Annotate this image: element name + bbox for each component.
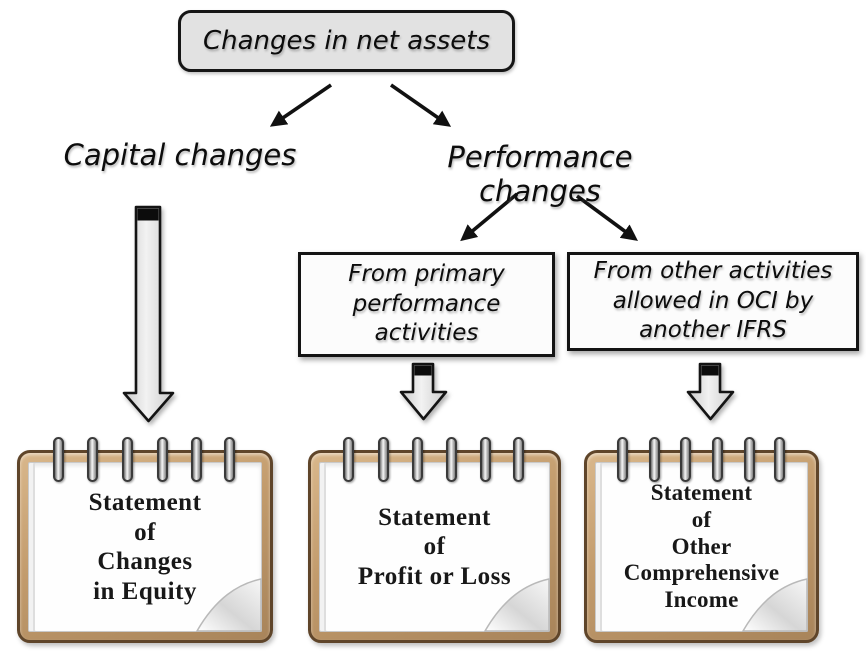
node-line: From other activities <box>593 257 833 284</box>
spiral-binder-ring-icon <box>743 437 755 482</box>
notepad-title: Statement of Other Comprehensive Income <box>624 480 780 613</box>
notepad-title-line: Other <box>671 533 732 559</box>
spiral-binder-ring-icon <box>191 437 203 482</box>
arrow-performance-to-oci <box>575 194 638 241</box>
spiral-binder-ring-icon <box>680 437 692 482</box>
spiral-binder-ring-icon <box>480 437 492 482</box>
notepad-title-line: Statement <box>378 503 491 531</box>
arrow-root-to-capital <box>269 83 333 127</box>
spiral-binder-ring-icon <box>224 437 236 482</box>
block-arrow-down-icon-primary <box>399 362 448 421</box>
notepad-title-line: of <box>691 506 712 532</box>
spiral-binder-ring-icon <box>774 437 786 482</box>
notepad-title-line: Statement <box>650 480 753 506</box>
node-line: another IFRS <box>639 317 787 344</box>
notepad-title: Statement of Changes in Equity <box>89 488 202 606</box>
notepad-profit-or-loss: Statement of Profit or Loss <box>308 437 561 643</box>
arrow-performance-to-primary <box>460 192 519 242</box>
notepad-paper: Statement of Profit or Loss <box>319 462 550 632</box>
page-curl-icon <box>196 578 262 632</box>
spiral-binder-ring-icon <box>648 437 660 482</box>
node-line: allowed in OCI by <box>612 287 814 314</box>
spiral-binder-ring-icon <box>712 437 724 482</box>
spiral-binder-ring-icon <box>616 437 628 482</box>
node-primary-performance-activities: From primary performance activities <box>298 252 555 357</box>
node-other-activities-oci: From other activities allowed in OCI by … <box>567 252 859 351</box>
notepad-title-line: Income <box>664 587 739 612</box>
block-arrow-down-icon-oci <box>686 362 735 421</box>
page-curl-icon <box>484 578 550 632</box>
block-arrow-cap <box>137 208 159 221</box>
spiral-binder-ring-icon <box>411 437 423 482</box>
spiral-binder-ring-icon <box>343 437 355 482</box>
node-line: performance <box>352 290 501 317</box>
notepad-title-line: in Equity <box>93 577 197 605</box>
block-arrow-down-icon-capital <box>122 205 175 423</box>
spiral-binder-ring-icon <box>377 437 389 482</box>
spiral-binder-ring-icon <box>445 437 457 482</box>
notepad-paper: Statement of Changes in Equity <box>28 462 262 632</box>
spiral-binder-ring-icon <box>87 437 99 482</box>
spiral-binder-ring-icon <box>156 437 168 482</box>
notepad-title-line: of <box>134 518 156 546</box>
spiral-binder-ring-icon <box>121 437 133 482</box>
notepad-changes-in-equity: Statement of Changes in Equity <box>17 437 273 643</box>
arrow-root-to-performance <box>389 83 452 127</box>
notepad-other-comprehensive-income: Statement of Other Comprehensive Income <box>584 437 819 643</box>
spiral-binder-ring-icon <box>52 437 64 482</box>
notepad-title-line: Statement <box>88 489 202 516</box>
root-node-label: Changes in net assets <box>202 26 490 56</box>
notepad-paper: Statement of Other Comprehensive Income <box>595 462 808 632</box>
root-node-changes-in-net-assets: Changes in net assets <box>178 10 515 72</box>
notepad-title: Statement of Profit or Loss <box>358 503 511 592</box>
branch-performance-changes-label: Performance changes <box>447 140 633 208</box>
branch-capital-changes-label: Capital changes <box>63 138 297 172</box>
node-line: From primary <box>348 260 505 287</box>
block-arrow-cap <box>414 365 432 376</box>
notepad-title-line: of <box>423 533 446 561</box>
notepad-title-line: Changes <box>97 548 193 575</box>
page-curl-icon <box>742 578 808 632</box>
notepad-title-line: Comprehensive <box>623 560 780 586</box>
notepad-title-line: Profit or Loss <box>357 562 512 590</box>
block-arrow-cap <box>701 365 719 376</box>
node-line: activities <box>374 320 479 347</box>
spiral-binder-ring-icon <box>512 437 524 482</box>
